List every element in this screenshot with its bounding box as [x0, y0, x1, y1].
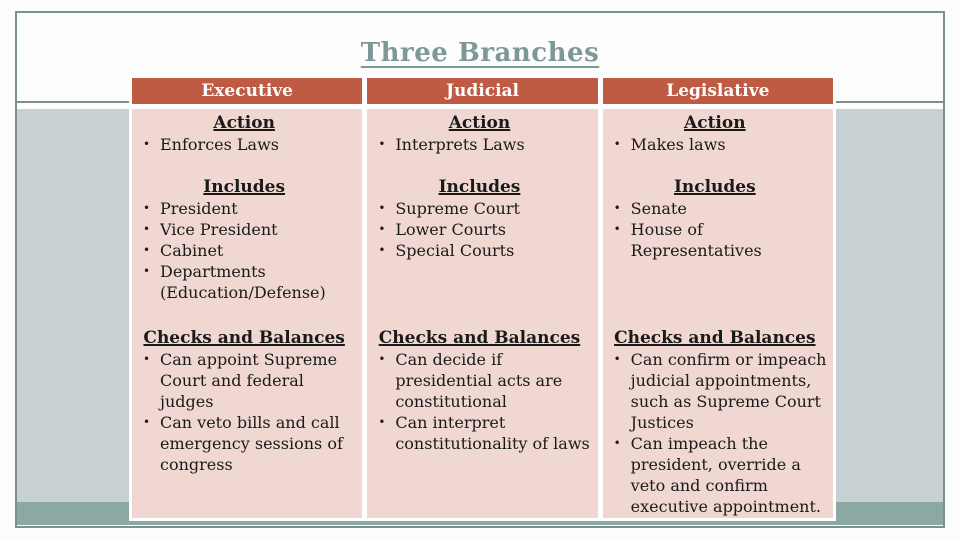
includes-heading: Includes — [673, 177, 756, 197]
executive-includes-section: Includes President Vice President Cabine… — [132, 176, 356, 327]
list-item: Enforces Laws — [132, 134, 356, 155]
list-item: Interprets Laws — [367, 134, 591, 155]
slide-title-text: Three Branches — [360, 38, 600, 68]
executive-cell: Action Enforces Laws Includes President … — [132, 109, 363, 518]
list-item: Supreme Court — [367, 198, 591, 219]
executive-checks-section: Checks and Balances Can appoint Supreme … — [132, 327, 356, 475]
list-item: Can interpret constitutionality of laws — [367, 412, 591, 454]
checks-list: Can decide if presidential acts are cons… — [367, 349, 591, 454]
action-list: Interprets Laws — [367, 134, 591, 155]
includes-list: President Vice President Cabinet Departm… — [132, 198, 356, 303]
checks-heading: Checks and Balances — [143, 328, 345, 348]
legislative-includes-section: Includes Senate House of Representatives — [603, 176, 827, 327]
list-item: Can confirm or impeach judicial appointm… — [603, 349, 827, 433]
executive-action-section: Action Enforces Laws — [132, 112, 356, 176]
list-item: Cabinet — [132, 240, 356, 261]
judicial-cell: Action Interprets Laws Includes Supreme … — [367, 109, 598, 518]
list-item: Makes laws — [603, 134, 827, 155]
judicial-includes-section: Includes Supreme Court Lower Courts Spec… — [367, 176, 591, 327]
checks-heading: Checks and Balances — [614, 328, 816, 348]
action-heading: Action — [684, 113, 746, 133]
judicial-action-section: Action Interprets Laws — [367, 112, 591, 176]
includes-list: Senate House of Representatives — [603, 198, 827, 261]
judicial-checks-section: Checks and Balances Can decide if presid… — [367, 327, 591, 454]
action-list: Makes laws — [603, 134, 827, 155]
list-item: Special Courts — [367, 240, 591, 261]
checks-list: Can confirm or impeach judicial appointm… — [603, 349, 827, 517]
list-item: Vice President — [132, 219, 356, 240]
list-item: House of Representatives — [603, 219, 827, 261]
slide-title: Three Branches — [0, 38, 960, 68]
header-executive: Executive — [132, 78, 363, 104]
action-list: Enforces Laws — [132, 134, 356, 155]
includes-heading: Includes — [203, 177, 286, 197]
legislative-action-section: Action Makes laws — [603, 112, 827, 176]
branches-table: Executive Judicial Legislative Action En… — [129, 75, 836, 521]
header-legislative: Legislative — [602, 78, 833, 104]
action-heading: Action — [448, 113, 511, 133]
list-item: Can appoint Supreme Court and federal ju… — [132, 349, 356, 412]
checks-heading: Checks and Balances — [378, 328, 581, 348]
slide-border — [15, 11, 945, 528]
list-item: Can veto bills and call emergency sessio… — [132, 412, 356, 475]
action-heading: Action — [213, 113, 275, 133]
legislative-checks-section: Checks and Balances Can confirm or impea… — [603, 327, 827, 517]
checks-list: Can appoint Supreme Court and federal ju… — [132, 349, 356, 475]
list-item: Can decide if presidential acts are cons… — [367, 349, 591, 412]
list-item: Senate — [603, 198, 827, 219]
list-item: Departments (Education/Defense) — [132, 261, 356, 303]
list-item: Lower Courts — [367, 219, 591, 240]
list-item: President — [132, 198, 356, 219]
legislative-cell: Action Makes laws Includes Senate House … — [602, 109, 833, 518]
includes-list: Supreme Court Lower Courts Special Court… — [367, 198, 591, 261]
includes-heading: Includes — [438, 177, 521, 197]
list-item: Can impeach the president, override a ve… — [603, 433, 827, 517]
header-judicial: Judicial — [367, 78, 598, 104]
